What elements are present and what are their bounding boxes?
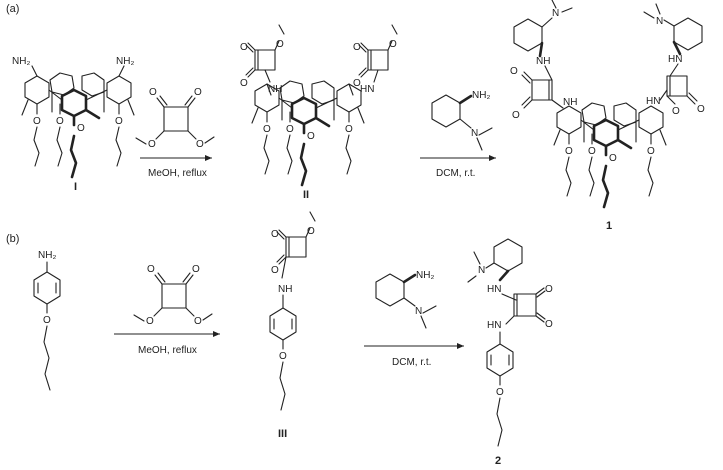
compound-2-structure: N HN O O HN O — [467, 238, 553, 447]
oxygen-atom: O — [149, 87, 157, 98]
nitrogen-atom: N — [415, 306, 422, 317]
amine-group: NH₂ — [472, 90, 490, 101]
reaction-condition: MeOH, reflux — [138, 345, 197, 356]
oxygen-atom: O — [147, 264, 155, 275]
amide-group: NH — [536, 56, 550, 67]
oxygen-atom: O — [545, 284, 553, 295]
nitrogen-atom: N — [471, 128, 478, 139]
oxygen-atom: O — [148, 139, 156, 150]
oxygen-atom: O — [353, 42, 361, 53]
reaction-condition: DCM, r.t. — [392, 357, 431, 368]
amide-group: NH — [563, 97, 577, 108]
butoxyaniline-reagent: NH₂ O — [33, 250, 61, 391]
oxygen-atom: O — [194, 316, 202, 327]
amide-group: HN — [646, 96, 660, 107]
dimethyl-squarate-reagent: O O O O — [135, 87, 215, 150]
dimethyl-squarate-reagent: O O O O — [133, 264, 213, 327]
amine-group: NH₂ — [116, 56, 134, 67]
oxygen-atom: O — [510, 66, 518, 77]
oxygen-atom: O — [545, 319, 553, 330]
panel-label-b: (b) — [6, 233, 19, 245]
oxygen-atom: O — [240, 42, 248, 53]
trans-diamine-reagent: NH₂ N — [375, 270, 437, 329]
oxygen-atom: O — [196, 139, 204, 150]
oxygen-atom: O — [271, 229, 279, 240]
amide-group: NH — [278, 284, 292, 295]
compound-label-II: II — [303, 189, 309, 201]
oxygen-atom: O — [697, 104, 705, 115]
oxygen-atom: O — [43, 315, 51, 326]
amine-group: NH₂ — [416, 270, 434, 281]
compound-label-I: I — [74, 181, 77, 193]
oxygen-atom: O — [307, 226, 315, 237]
compound-label-2: 2 — [495, 455, 501, 467]
amide-group: NH — [268, 84, 282, 95]
trans-diamine-reagent: NH₂ N — [431, 90, 493, 151]
oxygen-atom: O — [240, 78, 248, 89]
amine-group: NH₂ — [38, 250, 56, 261]
reaction-condition: MeOH, reflux — [148, 168, 207, 179]
oxygen-atom: O — [271, 265, 279, 276]
compound-1-structure: O O NH NH N O O HN HN N — [510, 0, 705, 209]
panel-label-a: (a) — [6, 3, 19, 15]
oxygen-atom: O — [192, 264, 200, 275]
oxygen-atom: O — [353, 78, 361, 89]
compound-label-III: III — [278, 428, 287, 440]
oxygen-atom: O — [146, 316, 154, 327]
oxygen-atom: O — [276, 39, 284, 50]
nitrogen-atom: N — [656, 16, 663, 27]
amide-group: HN — [487, 284, 501, 295]
oxygen-atom: O — [194, 87, 202, 98]
oxygen-atom: O — [496, 387, 504, 398]
reaction-condition: DCM, r.t. — [436, 168, 475, 179]
amine-group: NH₂ — [12, 56, 30, 67]
compound-label-1: 1 — [606, 220, 612, 232]
compound-I-structure: NH₂ NH₂ — [12, 56, 136, 179]
compound-III-structure: O O O NH O — [269, 211, 316, 411]
oxygen-atom: O — [389, 39, 397, 50]
oxygen-atom: O — [512, 110, 520, 121]
nitrogen-atom: N — [552, 8, 559, 19]
compound-II-structure: O O O NH O O O HN — [240, 24, 398, 187]
amide-group: HN — [668, 54, 682, 65]
oxygen-atom: O — [279, 351, 287, 362]
oxygen-atom: O — [672, 106, 680, 117]
nitrogen-atom: N — [478, 265, 485, 276]
amide-group: HN — [487, 320, 501, 331]
amide-group: HN — [360, 84, 374, 95]
